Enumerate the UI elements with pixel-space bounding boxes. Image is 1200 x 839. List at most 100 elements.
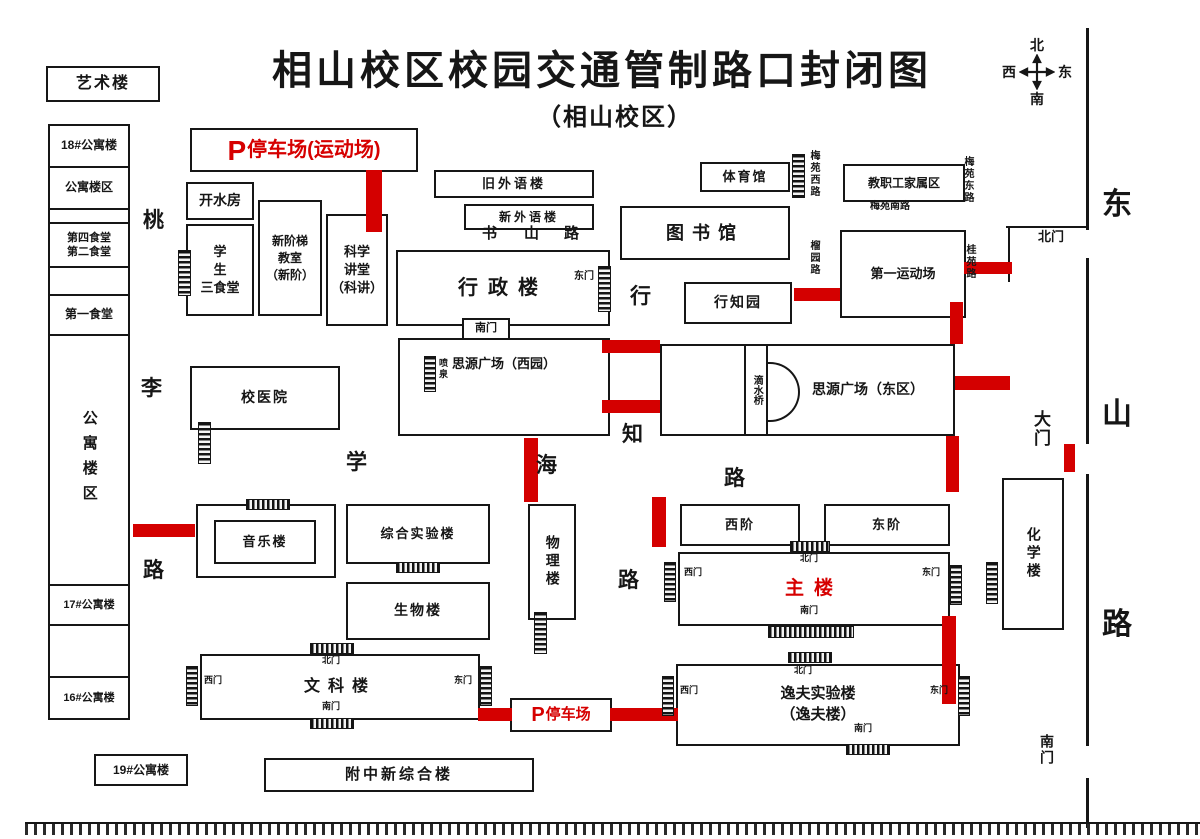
main-gate-label: 大门 xyxy=(1031,410,1050,448)
yifu-lab: 逸夫实验楼（逸夫楼） xyxy=(676,664,960,746)
gate-barrier xyxy=(310,718,354,729)
closure-bar xyxy=(946,436,959,492)
north-gate-label: 北门 xyxy=(1038,229,1065,244)
apartment-cell-5 xyxy=(50,268,128,296)
road-shushan-char-2: 山 xyxy=(524,225,540,242)
chemistry-building: 化学楼 xyxy=(1002,478,1064,630)
south-parking-parking-icon: P xyxy=(531,703,545,726)
road-xingzhi-char-3: 路 xyxy=(618,569,639,592)
gate-barrier xyxy=(424,356,436,392)
admin-east-gate-label: 东门 xyxy=(574,271,594,282)
first-playground: 第一运动场 xyxy=(840,230,966,318)
physics-building: 物理楼 xyxy=(528,504,576,620)
closure-bar xyxy=(964,262,1012,274)
siyuan-east-square: 思源广场（东区） xyxy=(660,344,955,436)
east-steps: 东阶 xyxy=(824,504,950,546)
gate-barrier xyxy=(598,266,611,312)
apartment-cell-4: 第四食堂第二食堂 xyxy=(50,224,128,268)
affiliated-school: 附中新综合楼 xyxy=(264,758,534,792)
gate-barrier xyxy=(846,744,890,755)
west-steps: 西阶 xyxy=(680,504,800,546)
compass-west-label: 西 xyxy=(1002,64,1016,80)
apartment-cell-2: 公寓楼区 xyxy=(50,168,128,210)
gate-barrier xyxy=(792,154,805,198)
gate-barrier xyxy=(950,565,962,605)
gate-barrier xyxy=(768,626,854,638)
apartment-cell-7: 公寓楼区 xyxy=(50,336,128,586)
main-south-gate-label: 南门 xyxy=(800,605,819,615)
gate-barrier xyxy=(198,422,211,464)
yifu-lab-label: 逸夫实验楼（逸夫楼） xyxy=(780,685,856,723)
main-building: 主楼 xyxy=(678,552,950,626)
main-east-gate-label: 东门 xyxy=(922,567,941,577)
gate-barrier xyxy=(534,612,547,654)
apartment-cell-6: 第一食堂 xyxy=(50,296,128,336)
road-xuehai-char-1: 学 xyxy=(346,451,367,474)
arts-north-gate-label: 北门 xyxy=(322,655,341,665)
admin-building: 行政楼 xyxy=(396,250,610,326)
dripping-bridge: 滴水桥 xyxy=(744,344,768,436)
south-gate-label: 南门 xyxy=(1039,734,1055,766)
meiyuan-east-road-label: 梅苑东路 xyxy=(962,156,973,204)
gym: 体育馆 xyxy=(700,162,790,192)
library: 图书馆 xyxy=(620,206,790,260)
road-line xyxy=(1006,226,1086,228)
comprehensive-lab: 综合实验楼 xyxy=(346,504,490,564)
closure-bar xyxy=(524,438,538,502)
music-building: 音乐楼 xyxy=(214,520,316,564)
gate-barrier xyxy=(788,652,832,663)
apartment-cell-10: 16#公寓楼 xyxy=(63,691,115,704)
road-xuehai-char-2: 海 xyxy=(536,454,557,477)
liuyuan-road-label: 榴园路 xyxy=(808,240,819,276)
gate-barrier xyxy=(664,562,676,602)
gate-barrier xyxy=(186,666,198,706)
new-foreign-language: 新外语楼 xyxy=(464,204,594,230)
compass-icon xyxy=(1019,54,1055,90)
closure-bar xyxy=(133,524,195,537)
yifu-north-gate-label: 北门 xyxy=(794,665,813,675)
closure-bar xyxy=(1064,444,1075,472)
road-line xyxy=(1086,474,1089,746)
meiyuan-south-road-label: 梅苑南路 xyxy=(870,201,910,212)
closure-bar xyxy=(950,302,963,344)
science-lecture-hall-label: 科学讲堂（科讲） xyxy=(330,243,383,296)
road-xingzhi-char-2: 知 xyxy=(622,423,643,446)
compass-south-label: 南 xyxy=(1030,91,1044,107)
road-xuehai-char-3: 路 xyxy=(724,467,745,490)
closure-bar xyxy=(366,170,382,232)
new-stepped-classroom: 新阶梯教室（新阶） xyxy=(258,200,322,316)
road-shushan-char-3: 路 xyxy=(564,225,580,242)
road-line xyxy=(1086,28,1089,230)
closure-bar xyxy=(602,340,660,353)
arts-east-gate-label: 东门 xyxy=(454,675,473,685)
map-title: 相山校区校园交通管制路口封闭图 xyxy=(272,49,932,93)
fountain-label: 喷泉 xyxy=(438,358,448,380)
road-line xyxy=(1008,226,1010,282)
road-dongshan-char-1: 东 xyxy=(1102,188,1132,221)
closure-bar xyxy=(602,400,660,413)
gate-barrier xyxy=(310,643,354,654)
map-subtitle: （相山校区） xyxy=(537,104,693,131)
apartment-19: 19#公寓楼 xyxy=(94,754,188,786)
gate-barrier xyxy=(178,250,191,296)
arts-west-gate-label: 西门 xyxy=(204,675,223,685)
science-lecture-hall: 科学讲堂（科讲） xyxy=(326,214,388,326)
gate-barrier xyxy=(958,676,970,716)
biology-building: 生物楼 xyxy=(346,582,490,640)
sports-parking-parking-icon: P xyxy=(227,134,247,166)
road-dongshan-char-3: 路 xyxy=(1102,608,1132,641)
compass-east-label: 东 xyxy=(1058,64,1072,80)
gate-barrier xyxy=(246,499,290,510)
bottom-road-edge xyxy=(25,822,1200,835)
road-line xyxy=(1086,258,1089,444)
closure-bar xyxy=(652,497,666,547)
new-stepped-classroom-label: 新阶梯教室（新阶） xyxy=(265,233,314,282)
gate-barrier xyxy=(986,562,998,604)
xingzhi-garden: 行知园 xyxy=(684,282,792,324)
road-taoli-char-2: 李 xyxy=(141,377,162,400)
guiyuan-road-label: 桂苑路 xyxy=(964,244,975,280)
yifu-west-gate-label: 西门 xyxy=(680,685,699,695)
